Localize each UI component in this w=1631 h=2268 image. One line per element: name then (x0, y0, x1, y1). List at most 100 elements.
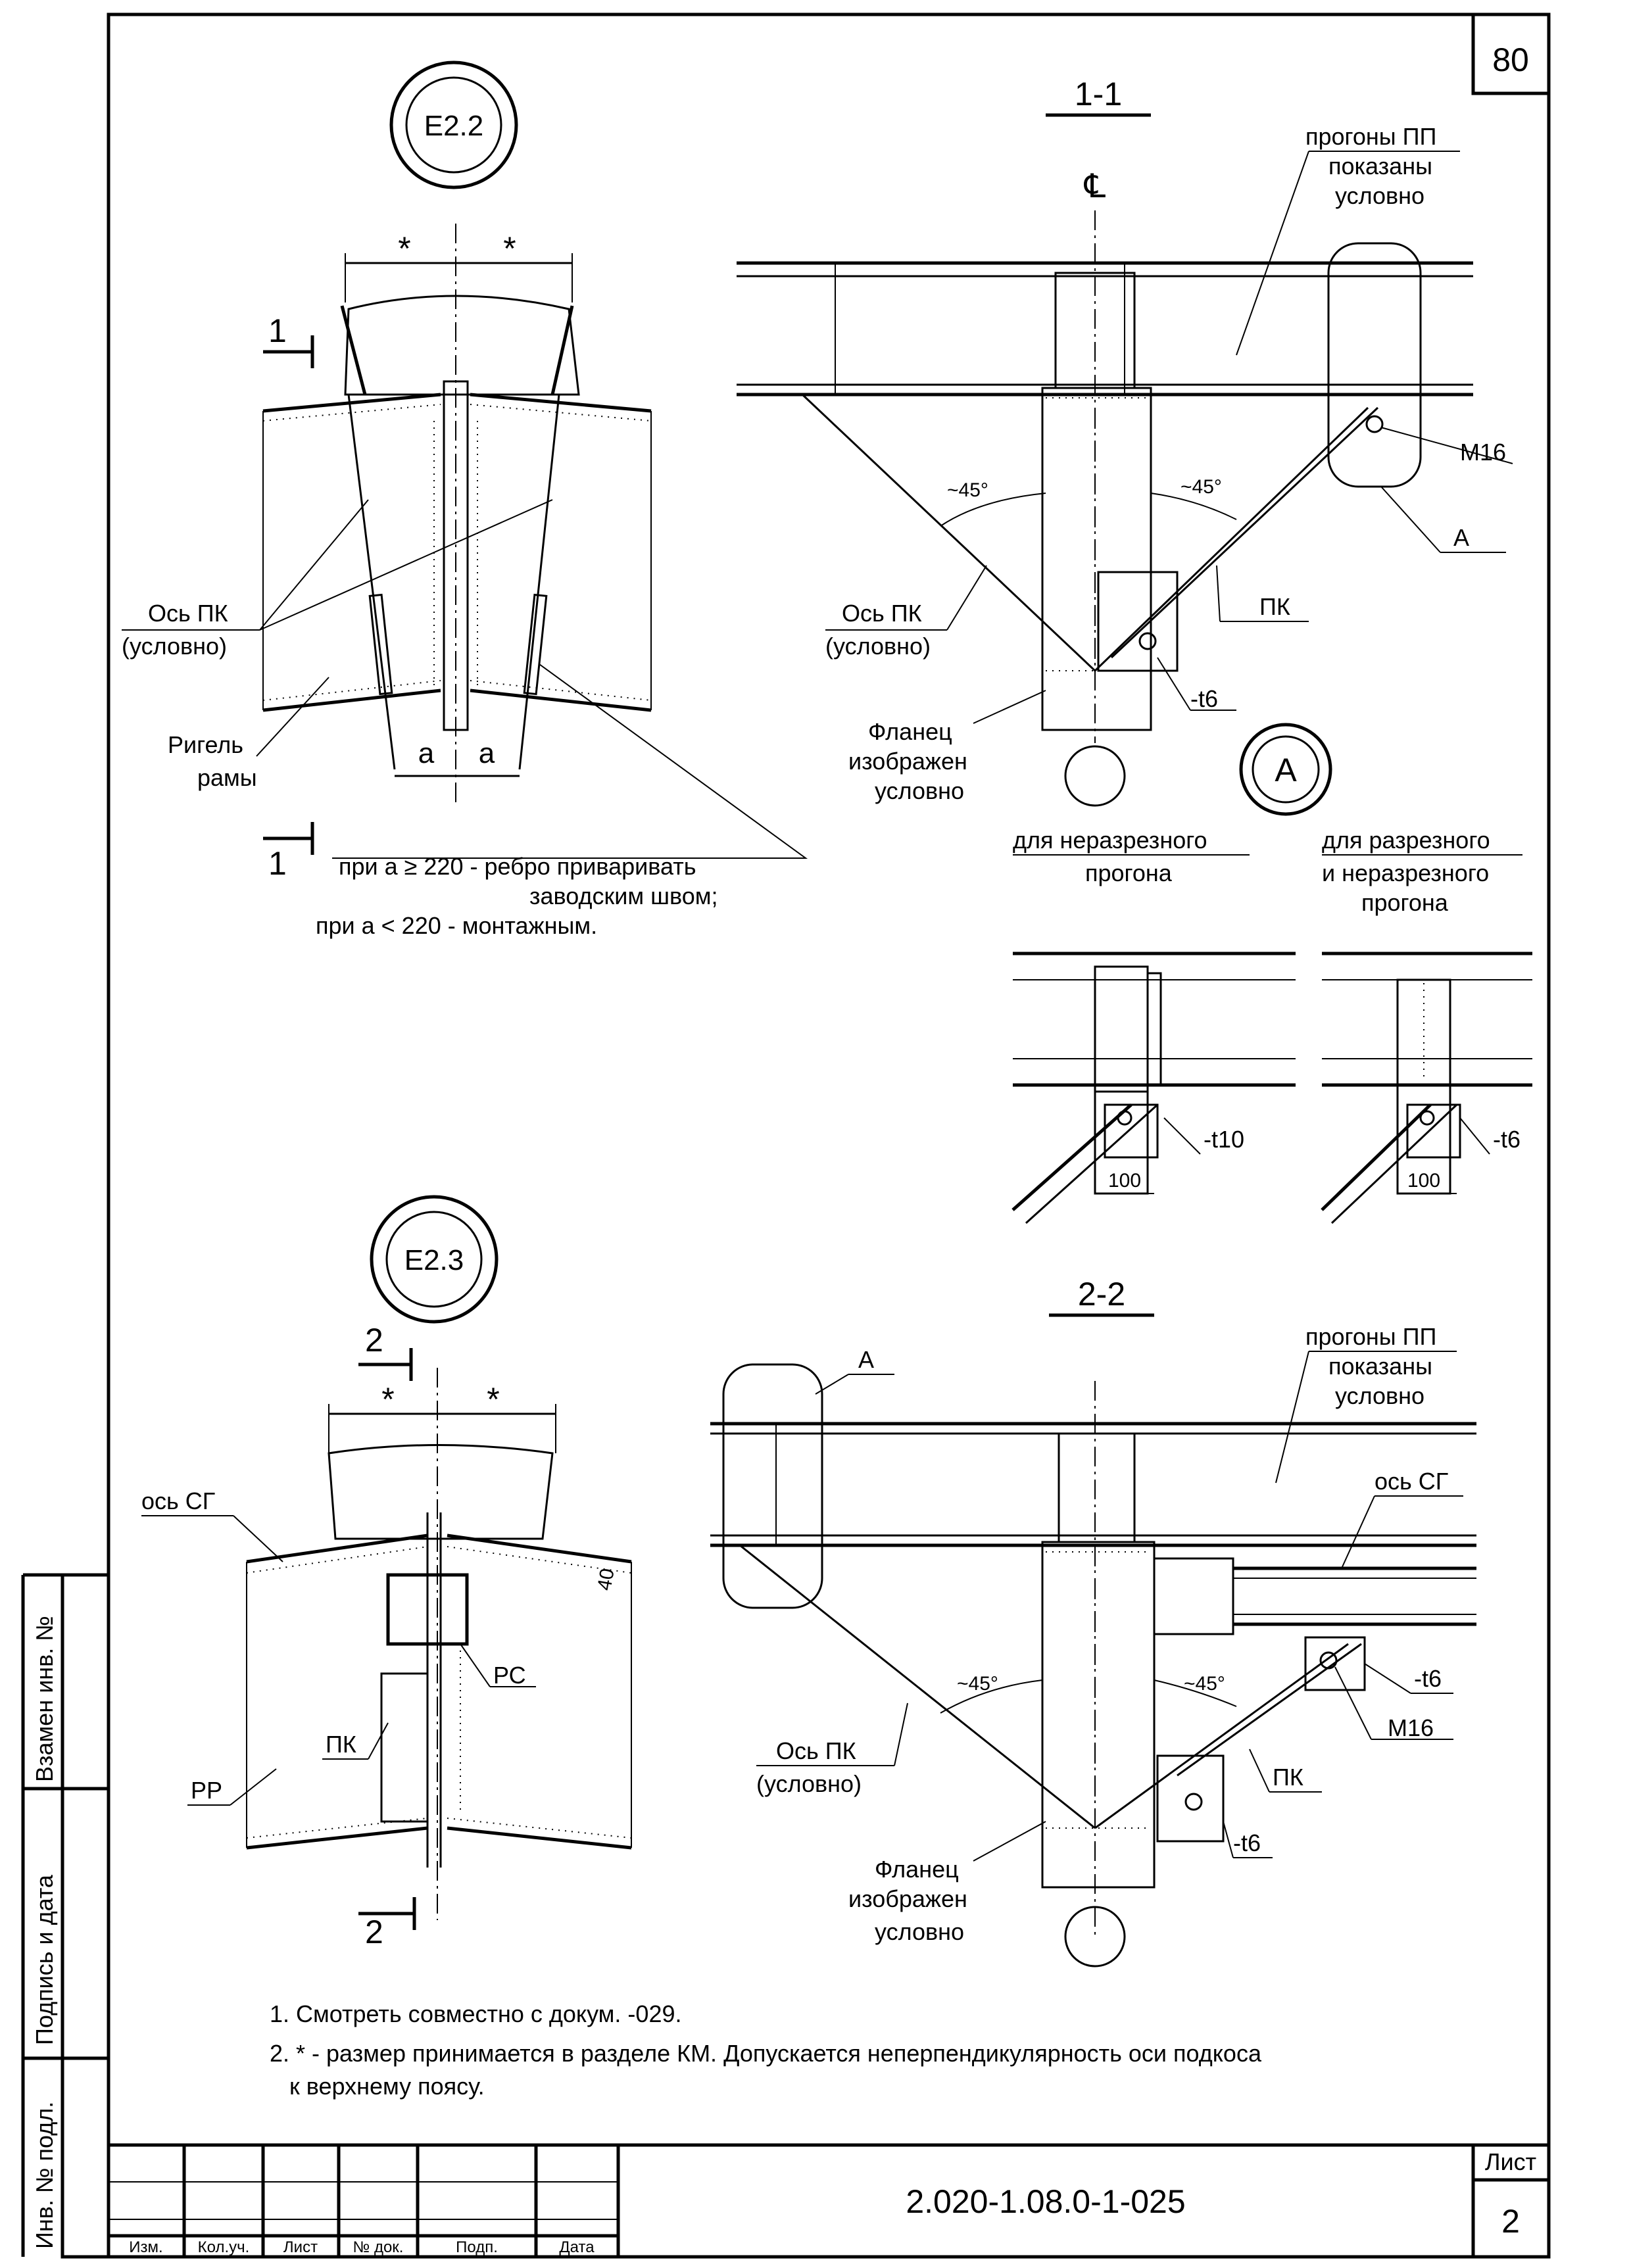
sheet-frame (107, 12, 1551, 2259)
e23-rafter-top-left (246, 1533, 428, 1564)
sheet-number-box (1471, 12, 1551, 95)
s22-axis-sg: ось СГ (1375, 1468, 1448, 1495)
s11-axis-left (801, 393, 1096, 672)
s11-callout-a: А (1453, 524, 1469, 551)
e22-rafter-bot-left (262, 688, 441, 712)
tb-sheet-value: 2 (1501, 2203, 1520, 2240)
s11-axis-leader (946, 565, 987, 631)
detail-a-left-title-2: прогона (1085, 859, 1173, 886)
notes: 1. Смотреть совместно с докум. -029. 2. … (270, 2000, 1262, 2100)
e23-rs-label: РС (493, 1662, 526, 1689)
s22-a-leader (815, 1374, 849, 1395)
s22-flange-leader (973, 1821, 1046, 1862)
detail-a-badge-text: А (1275, 752, 1297, 788)
e22-section-mark-bottom: 1 (268, 845, 287, 882)
s22-axis-leader (894, 1702, 908, 1766)
detail-a-left-plate-leader (1163, 1117, 1201, 1155)
s22-bolt-label: М16 (1388, 1714, 1434, 1741)
s22-axis-left (739, 1544, 1096, 1829)
s11-pk-leader (1216, 565, 1221, 622)
s11-axis-right (1094, 406, 1369, 672)
e22-rafter-top-left (262, 393, 441, 413)
s22-foot-circle (1064, 1906, 1126, 1967)
title-block: Изм. Кол.уч. Лист № док. Подп. Дата 2.02… (107, 2143, 1551, 2259)
e22-section-arrow-bottom (263, 822, 314, 855)
detail-a-badge-outer (1239, 723, 1332, 816)
e22-note-leader (332, 664, 808, 859)
s11-purlins-2: показаны (1328, 153, 1432, 180)
s11-pk-label: ПК (1259, 593, 1290, 620)
s22-brace-bolt (1319, 1651, 1338, 1670)
s22-angle-arc-left (940, 1679, 1043, 1714)
e22-weld (470, 680, 652, 701)
detail-a-right-plate-leader (1459, 1117, 1490, 1155)
e23-badge-text: Е2.3 (404, 1244, 464, 1276)
s11-bolt-leader (1380, 427, 1513, 464)
s11-brace-edge (1110, 406, 1379, 659)
s22-angle-right: ~45° (1184, 1673, 1225, 1695)
e23-section-mark-bottom: 2 (365, 1914, 383, 1950)
s11-gusset (1097, 571, 1179, 672)
e23-rafter-top-right (447, 1533, 632, 1564)
e23-rafter-bot-left (246, 1826, 428, 1850)
e22-note-1: при а ≥ 220 - ребро приваривать (339, 853, 696, 880)
s11-cl-symbol: ℄ (1083, 168, 1106, 205)
e22-weld (262, 680, 441, 701)
s11-axis-pk-1: Ось ПК (842, 600, 922, 627)
e22-gusset-left (368, 593, 393, 696)
tb-col-list: Лист (283, 2238, 318, 2256)
tb-col-kol: Кол.уч. (198, 2238, 250, 2256)
s22-flange-2: изображен (848, 1885, 967, 1912)
e23-rr-leader (230, 1768, 277, 1806)
e22-badge-text: Е2.2 (424, 110, 484, 142)
s11-angle-arc-right (1150, 493, 1237, 520)
s22-plate-bottom-leader (1223, 1821, 1234, 1858)
s11-axis-pk-2: (условно) (825, 633, 931, 660)
e22-brace-axis-left (347, 394, 396, 770)
s11-flange (1041, 387, 1152, 731)
tb-doc-code: 2.020-1.08.0-1-025 (906, 2183, 1185, 2220)
s22-axis-pk-1: Ось ПК (776, 1737, 856, 1764)
s22-sg-leader (1341, 1495, 1375, 1569)
s22-purlins-1: прогоны ПП (1305, 1323, 1436, 1350)
e23-badge-inner (385, 1211, 483, 1308)
e23-dim-40: 40 (593, 1567, 618, 1593)
e22-note-2: заводским швом; (529, 882, 718, 909)
s22-purlins-2: показаны (1328, 1353, 1432, 1380)
s11-purlins-leader (1236, 151, 1309, 356)
e22-leader (256, 677, 329, 757)
s22-pk-label: ПК (1273, 1764, 1303, 1791)
tb-col-date: Дата (559, 2238, 595, 2256)
e23-axis-sg: ось СГ (141, 1487, 215, 1514)
detail-a-left-plate: -t10 (1204, 1126, 1244, 1153)
s22-flange-1: Фланец (875, 1856, 959, 1883)
detail-a-badge-inner (1252, 735, 1320, 804)
e22-leader (259, 499, 369, 631)
e22-note-3: при а < 220 - монтажным. (316, 912, 597, 939)
s22-axis-pk-2: (условно) (756, 1770, 862, 1797)
side-stamp: Взамен инв. № Подпись и дата Инв. № подл… (21, 1573, 110, 2259)
detail-a-left-dim: 100 (1108, 1170, 1141, 1192)
e22-dim-a-right: а (479, 737, 495, 769)
e22-leader (259, 499, 553, 631)
stamp-sign-date: Подпись и дата (31, 1874, 58, 2045)
note-3: к верхнему поясу. (289, 2073, 485, 2100)
tb-col-doc: № док. (353, 2238, 404, 2256)
e22-brace-left (340, 305, 367, 395)
e22-section-arrow-top (263, 335, 314, 368)
s22-brace-bolt (1184, 1793, 1203, 1811)
e22-central-rib (443, 380, 469, 731)
detail-a-right-title-2: и неразрезного (1322, 859, 1489, 886)
e23-weld (447, 1818, 632, 1839)
s22-axis-right (1094, 1643, 1349, 1829)
s22-plate-top-leader (1364, 1663, 1411, 1694)
detail-a: А для неразрезного прогона для разрезног… (1011, 723, 1532, 1224)
e23-pk-plate (380, 1672, 429, 1823)
tb-col-izm: Изм. (129, 2238, 162, 2256)
detail-a-left-title-1: для неразрезного (1013, 827, 1207, 854)
s22-purlins-leader (1275, 1351, 1309, 1484)
s22-angle-arc-right (1154, 1679, 1237, 1707)
section-1-1: 1-1 ℄ прогоны ПП по (737, 76, 1513, 807)
s11-brace-bolt (1138, 632, 1157, 650)
e22-axis-pk-2: (условно) (122, 633, 227, 660)
